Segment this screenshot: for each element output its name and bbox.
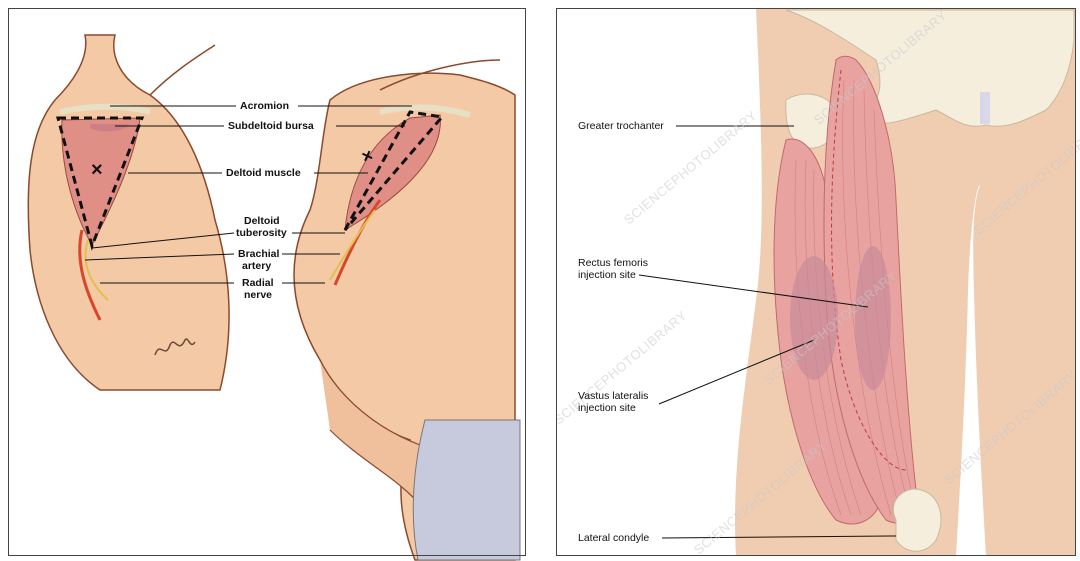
label-radial-line1: Radial bbox=[242, 277, 274, 289]
rectus-femoris-site bbox=[855, 246, 891, 390]
label-subdeltoid-bursa: Subdeltoid bursa bbox=[228, 120, 314, 132]
label-deltoid-line1: Deltoid bbox=[244, 215, 280, 227]
label-acromion: Acromion bbox=[240, 100, 289, 112]
label-brachial-line1: Brachial bbox=[238, 248, 279, 260]
label-deltoid-muscle: Deltoid muscle bbox=[226, 167, 301, 179]
deltoid-illustration-panel: × × Acromion Subdeltoid bursa Deltoid mu… bbox=[0, 0, 530, 561]
pants bbox=[413, 420, 520, 560]
label-tuberosity-line2: tuberosity bbox=[236, 227, 287, 239]
left-injection-marker: × bbox=[91, 164, 103, 176]
vastus-lateralis-site bbox=[790, 256, 838, 380]
left-figure-body bbox=[28, 35, 229, 390]
thigh-illustration-panel: SCIENCEPHOTOLIBRARY SCIENCEPHOTOLIBRARY … bbox=[556, 0, 1080, 561]
label-greater-trochanter: Greater trochanter bbox=[578, 120, 664, 132]
label-lateral-condyle: Lateral condyle bbox=[578, 532, 649, 544]
label-rectus-femoris-line2: injection site bbox=[578, 269, 636, 281]
label-artery-line2: artery bbox=[242, 260, 271, 272]
pubic-symphysis bbox=[980, 92, 990, 124]
lateral-condyle-bone bbox=[893, 489, 941, 551]
label-nerve-line2: nerve bbox=[244, 289, 272, 301]
left-figure-neck bbox=[150, 45, 215, 95]
label-vastus-lateralis-line1: Vastus lateralis bbox=[578, 390, 648, 402]
label-rectus-femoris-line1: Rectus femoris bbox=[578, 257, 648, 269]
label-vastus-lateralis-line2: injection site bbox=[578, 402, 636, 414]
